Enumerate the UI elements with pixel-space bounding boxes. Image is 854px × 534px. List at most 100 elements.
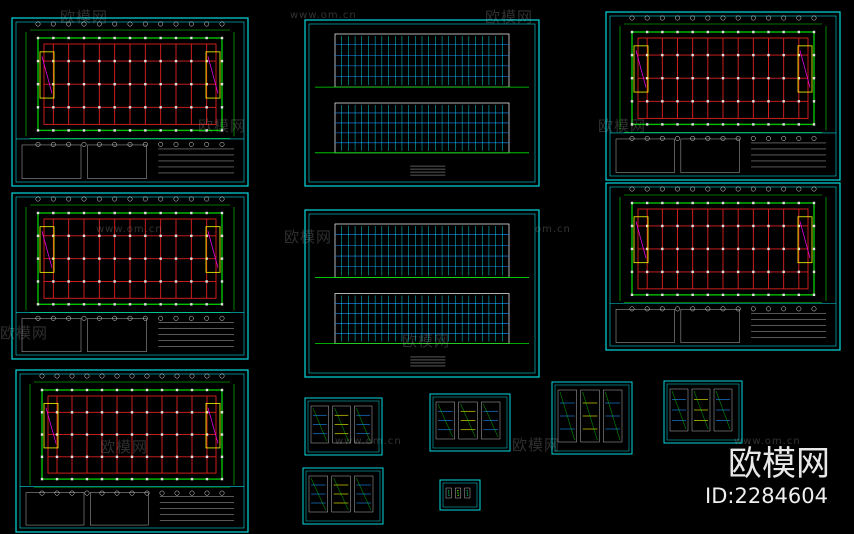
column bbox=[736, 100, 740, 103]
detail-panel bbox=[435, 401, 455, 440]
detail-box bbox=[21, 144, 82, 179]
column bbox=[782, 53, 785, 57]
column bbox=[812, 53, 816, 57]
grid-bubble bbox=[219, 490, 225, 496]
column bbox=[36, 234, 40, 238]
watermark-brand: 欧模网 bbox=[512, 436, 561, 454]
stair-core bbox=[633, 216, 649, 264]
column bbox=[812, 123, 816, 126]
stair-line bbox=[635, 50, 647, 88]
column bbox=[115, 477, 119, 481]
grid-bubble bbox=[811, 135, 817, 141]
grid-bubble bbox=[735, 135, 741, 141]
column bbox=[220, 433, 224, 436]
column bbox=[630, 247, 634, 251]
column bbox=[736, 53, 740, 57]
detail-box bbox=[615, 138, 675, 173]
column bbox=[797, 201, 801, 205]
column bbox=[174, 129, 178, 132]
grid-bubble bbox=[705, 15, 711, 21]
column bbox=[144, 234, 147, 238]
grid-bubble bbox=[66, 196, 72, 202]
grid-bubble bbox=[127, 315, 133, 321]
column bbox=[645, 123, 649, 126]
grid-bubble bbox=[720, 306, 726, 312]
column bbox=[174, 106, 178, 109]
column bbox=[782, 293, 785, 297]
column bbox=[220, 106, 224, 109]
column bbox=[52, 303, 55, 306]
detail-diagonal bbox=[312, 407, 327, 442]
detail-panel bbox=[354, 405, 373, 444]
column bbox=[752, 30, 755, 34]
grid-bubble bbox=[659, 186, 665, 192]
grid-bubble bbox=[66, 21, 72, 27]
column bbox=[736, 30, 740, 34]
column bbox=[82, 280, 86, 283]
column bbox=[113, 234, 116, 238]
column bbox=[52, 59, 55, 63]
detail-panel bbox=[308, 475, 328, 513]
column bbox=[115, 455, 119, 459]
column bbox=[160, 433, 164, 436]
column bbox=[98, 280, 101, 283]
column bbox=[174, 280, 178, 283]
column bbox=[736, 201, 740, 205]
grid-bubble bbox=[219, 315, 225, 321]
column bbox=[205, 211, 208, 215]
column bbox=[691, 270, 694, 274]
column bbox=[205, 433, 209, 436]
column bbox=[85, 477, 89, 481]
column bbox=[676, 224, 679, 228]
column bbox=[82, 83, 86, 86]
grid-bubble bbox=[219, 141, 225, 147]
column bbox=[220, 280, 224, 283]
watermark-site: om.cn bbox=[535, 224, 571, 235]
column bbox=[128, 234, 132, 238]
grid-bubble bbox=[188, 21, 194, 27]
column bbox=[220, 211, 224, 215]
detail-box bbox=[87, 144, 147, 179]
column bbox=[661, 201, 664, 205]
column bbox=[661, 270, 664, 274]
column bbox=[782, 100, 785, 103]
column bbox=[159, 280, 162, 283]
grid-bubble bbox=[659, 15, 665, 21]
column bbox=[98, 257, 101, 260]
grid-bubble bbox=[766, 135, 771, 141]
grid-bubble bbox=[705, 186, 711, 192]
sheet-detail-2 bbox=[429, 393, 511, 452]
column bbox=[630, 30, 634, 34]
detail-box bbox=[680, 309, 740, 343]
detail-diagonal bbox=[483, 403, 499, 438]
column bbox=[113, 257, 116, 260]
grid-bubble bbox=[675, 15, 680, 21]
grid-bubble bbox=[96, 196, 102, 202]
column bbox=[113, 129, 116, 132]
column bbox=[128, 129, 132, 132]
column bbox=[36, 303, 40, 306]
grid-bubble bbox=[69, 490, 75, 496]
column bbox=[752, 293, 755, 297]
detail-diagonal bbox=[457, 489, 459, 497]
watermark-site: www.om.cn bbox=[335, 436, 402, 447]
column bbox=[128, 303, 132, 306]
grid-bubble bbox=[173, 315, 179, 321]
grid-bubble bbox=[96, 315, 102, 321]
column bbox=[145, 433, 149, 436]
column bbox=[782, 123, 785, 126]
column bbox=[767, 201, 770, 205]
column bbox=[144, 211, 147, 215]
detail-diagonal bbox=[671, 390, 687, 430]
column bbox=[782, 30, 785, 34]
column bbox=[706, 77, 710, 80]
grid-bubble bbox=[204, 196, 210, 202]
grid-bubble bbox=[50, 315, 56, 321]
column bbox=[645, 100, 649, 103]
column bbox=[130, 433, 134, 436]
grid-bubble bbox=[219, 196, 225, 202]
column bbox=[100, 388, 104, 392]
column bbox=[721, 100, 725, 103]
column bbox=[645, 293, 649, 297]
